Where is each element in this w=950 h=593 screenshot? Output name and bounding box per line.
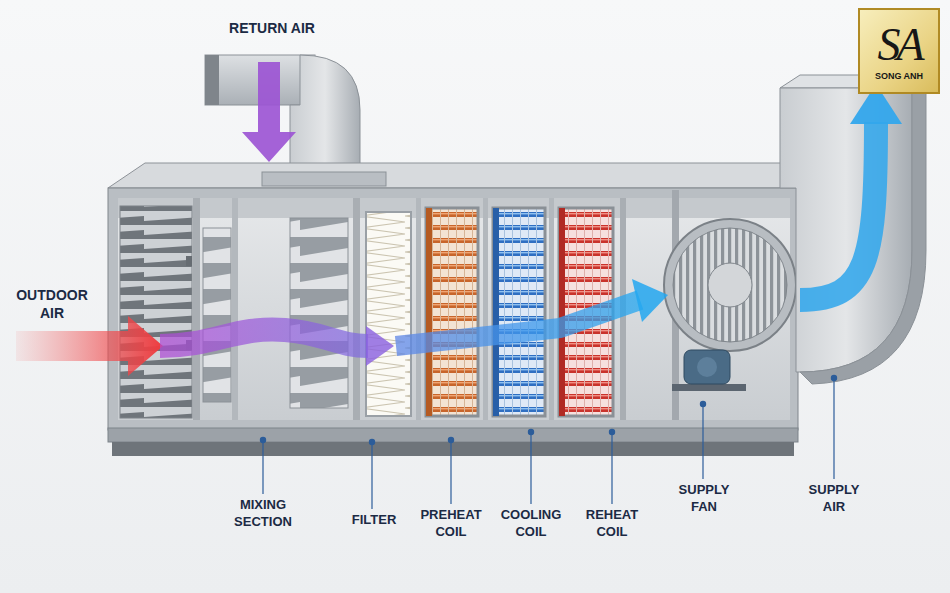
fan-wheel <box>673 228 787 342</box>
fan-hub <box>708 263 752 307</box>
outdoor-damper <box>203 228 231 402</box>
supply-duct-elbow <box>780 88 912 372</box>
preheat-coil-bends <box>426 208 432 416</box>
unit-interior <box>118 198 790 420</box>
fan-housing <box>664 219 796 351</box>
return-duct-elbow <box>290 55 360 178</box>
leader-line <box>833 378 834 479</box>
outdoor-air-arrow <box>16 316 163 376</box>
louver-hinge <box>186 256 192 266</box>
leader-line <box>530 432 531 504</box>
conditioned-air-arrow <box>396 300 640 346</box>
mixed-air-arrowhead <box>366 326 394 366</box>
motor-base <box>672 384 746 391</box>
unit-top <box>108 163 838 188</box>
mixed-air-arrow <box>160 329 368 346</box>
fan-motor <box>684 350 730 384</box>
section-frame <box>416 198 421 420</box>
leader-line <box>371 442 372 509</box>
filter-media-panel <box>366 212 411 416</box>
return-air-arrow <box>242 62 296 162</box>
logo-monogram: SA <box>877 22 920 68</box>
preheat-coil-illustration <box>426 208 478 416</box>
section-frame <box>353 198 360 420</box>
unit-base <box>108 428 798 442</box>
intake-louver <box>120 206 192 418</box>
motor-end <box>697 357 717 377</box>
cooling-coil-bends <box>493 208 499 416</box>
reheat-coil-bends <box>559 208 565 416</box>
leader-line <box>611 432 612 504</box>
part-label: PREHEAT COIL <box>413 507 489 540</box>
section-frame <box>193 198 200 420</box>
return-duct-flange-top <box>262 172 386 186</box>
leader-dot <box>448 437 453 442</box>
part-label: COOLING COIL <box>493 507 569 540</box>
return-damper <box>290 218 348 408</box>
part-label: SUPPLY FAN <box>669 482 739 515</box>
logo-badge: SA SONG ANH <box>858 8 940 94</box>
part-label: SUPPLY AIR <box>800 482 868 515</box>
leader-dot <box>369 439 374 444</box>
return-duct-mouth <box>205 55 219 105</box>
leader-dot <box>528 429 533 434</box>
conditioned-air-arrowhead <box>632 279 668 322</box>
return-duct-flange <box>262 172 386 186</box>
leader-line <box>702 404 703 479</box>
part-label: OUTDOOR AIR <box>10 287 94 323</box>
section-frame <box>483 198 488 420</box>
leader-line <box>262 440 263 494</box>
supply-air-arrow <box>800 122 876 300</box>
leader-dot <box>260 437 265 442</box>
leader-dot <box>831 375 836 380</box>
unit-casing <box>108 188 798 430</box>
leader-dot <box>609 429 614 434</box>
base-rail <box>112 442 794 456</box>
leader-line <box>450 440 451 504</box>
leader-dot <box>700 401 705 406</box>
part-label: RETURN AIR <box>207 20 337 38</box>
part-label: FILTER <box>339 512 409 529</box>
supply-duct-side <box>800 75 926 384</box>
section-frame <box>232 198 238 420</box>
part-label: REHEAT COIL <box>575 507 649 540</box>
cooling-coil-illustration <box>493 208 545 416</box>
section-frame <box>549 198 554 420</box>
logo-name: SONG ANH <box>875 72 923 81</box>
part-label: MIXING SECTION <box>221 497 305 530</box>
